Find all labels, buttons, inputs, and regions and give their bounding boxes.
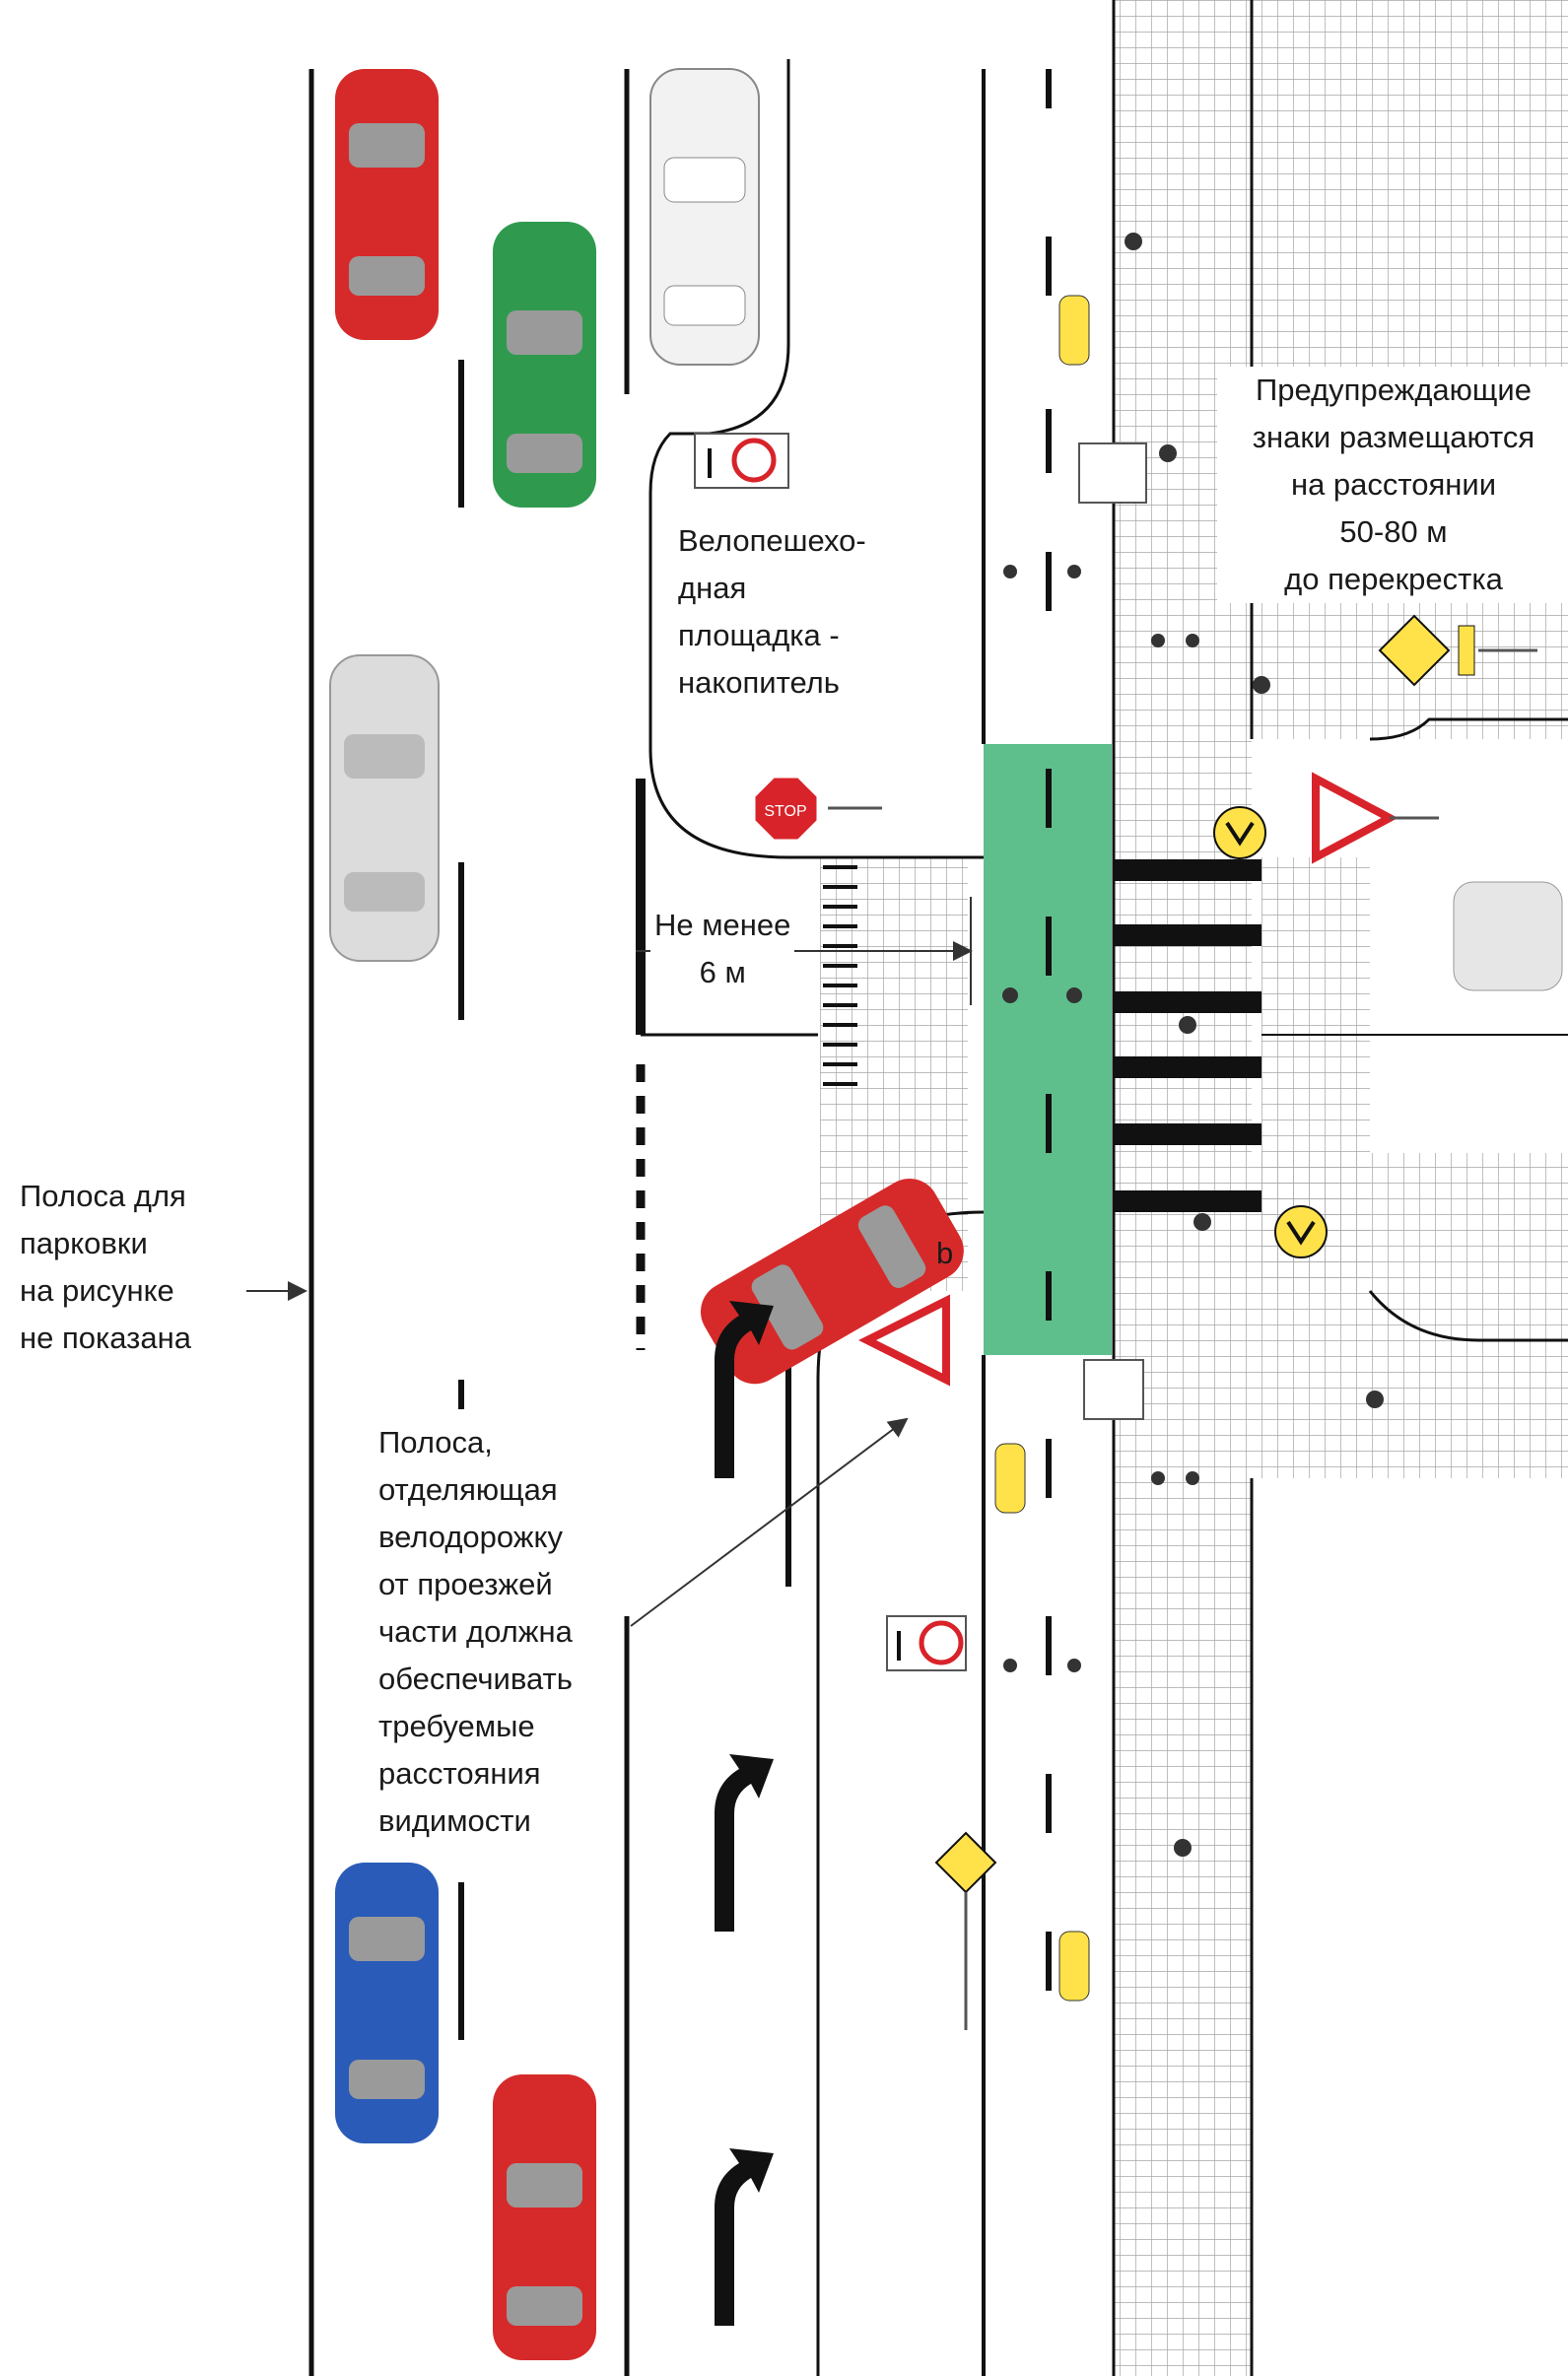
yield-sign xyxy=(858,1294,950,1387)
yield-sign xyxy=(1312,772,1439,864)
car-red xyxy=(493,2074,596,2360)
car-red xyxy=(335,69,439,340)
zebra-crossing xyxy=(1114,859,1261,1212)
pedestrian-symbol xyxy=(1125,233,1384,1857)
lane-dashes xyxy=(458,69,1052,2040)
car-white xyxy=(649,68,760,366)
warning-diamond-sign xyxy=(934,614,1537,2030)
cyclist xyxy=(994,295,1090,2002)
car-blue xyxy=(335,1863,439,2143)
stop-sign: STOP xyxy=(752,775,882,843)
cross-street-lower xyxy=(1252,1478,1568,2376)
car-red-turning xyxy=(700,1178,964,1385)
no-u-turn-sign xyxy=(886,1615,967,1671)
min-distance-label: Не менее 6 м xyxy=(650,902,795,996)
curve-warning-sign xyxy=(1213,806,1328,1258)
separator-strip-label: Полоса, отделяющая велодорожку от проезж… xyxy=(375,1419,609,1845)
bike-crossing-box xyxy=(984,744,1112,1355)
no-u-turn-sign xyxy=(694,433,789,489)
warning-signs-label: Предупреждающие знаки размещаются на рас… xyxy=(1217,367,1568,603)
b-fragment-label: b xyxy=(936,1236,954,1270)
turn-arrow xyxy=(715,1301,774,2326)
stop-sign-text: STOP xyxy=(764,803,806,820)
ped-bike-info-sign xyxy=(1078,442,1147,1420)
car-gray xyxy=(329,654,440,962)
car-green xyxy=(493,222,596,508)
crossing-ticks xyxy=(823,865,857,1086)
storage-area-label: Велопешехо- дная площадка - накопитель xyxy=(674,517,870,707)
bike-symbol xyxy=(1002,565,1082,1672)
car-white-cross xyxy=(1453,881,1563,991)
parking-lane-label: Полоса для парковки на рисунке не показа… xyxy=(20,1179,191,1355)
